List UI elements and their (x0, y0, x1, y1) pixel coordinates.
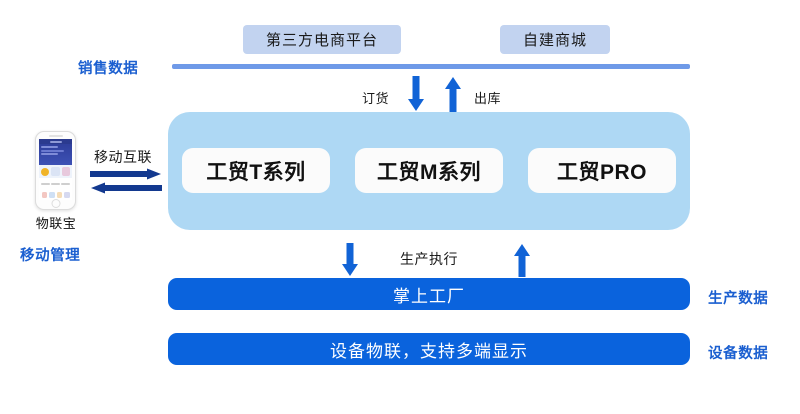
arrow-down-production-execution-icon (342, 243, 358, 276)
arrow-left-mobile-internet-icon (91, 182, 162, 194)
flow-caption-order: 订货 (362, 91, 390, 106)
side-label-device-data: 设备数据 (708, 346, 769, 362)
mobile-device-mockup (35, 131, 76, 210)
flow-caption-outbound: 出库 (474, 91, 502, 106)
bar-device-iot[interactable]: 设备物联，支持多端显示 (168, 333, 690, 365)
phone-home-button-icon (51, 199, 60, 208)
side-label-mobile-management: 移动管理 (20, 248, 81, 264)
side-label-sales-data: 销售数据 (78, 61, 139, 77)
phone-speaker-icon (48, 135, 63, 137)
product-card-gongmao-pro[interactable]: 工贸PRO (528, 148, 676, 193)
flow-caption-production-execution: 生产执行 (400, 251, 458, 267)
arrow-up-production-execution-icon (514, 244, 530, 277)
flow-caption-mobile-internet: 移动互联 (94, 149, 152, 165)
phone-status-bar (39, 139, 72, 144)
phone-hero-row (39, 165, 72, 178)
device-caption-wulianbao: 物联宝 (35, 216, 77, 231)
phone-app-grid (39, 190, 72, 200)
channel-chip-self-built-mall[interactable]: 自建商城 (500, 25, 610, 54)
product-card-gongmao-t[interactable]: 工贸T系列 (182, 148, 330, 193)
channel-chip-third-party[interactable]: 第三方电商平台 (243, 25, 401, 54)
arrow-up-outbound-icon (445, 77, 461, 112)
erp-platform-container: 工贸T系列 工贸M系列 工贸PRO (168, 112, 690, 230)
phone-stats-row (39, 178, 72, 190)
sales-data-rail (172, 64, 690, 69)
phone-app-banner (39, 144, 72, 165)
arrow-down-order-icon (408, 76, 424, 111)
arrow-right-mobile-internet-icon (90, 168, 161, 180)
side-label-production-data: 生产数据 (708, 291, 769, 307)
bar-palm-factory[interactable]: 掌上工厂 (168, 278, 690, 310)
product-card-gongmao-m[interactable]: 工贸M系列 (355, 148, 503, 193)
phone-screen (39, 139, 72, 200)
